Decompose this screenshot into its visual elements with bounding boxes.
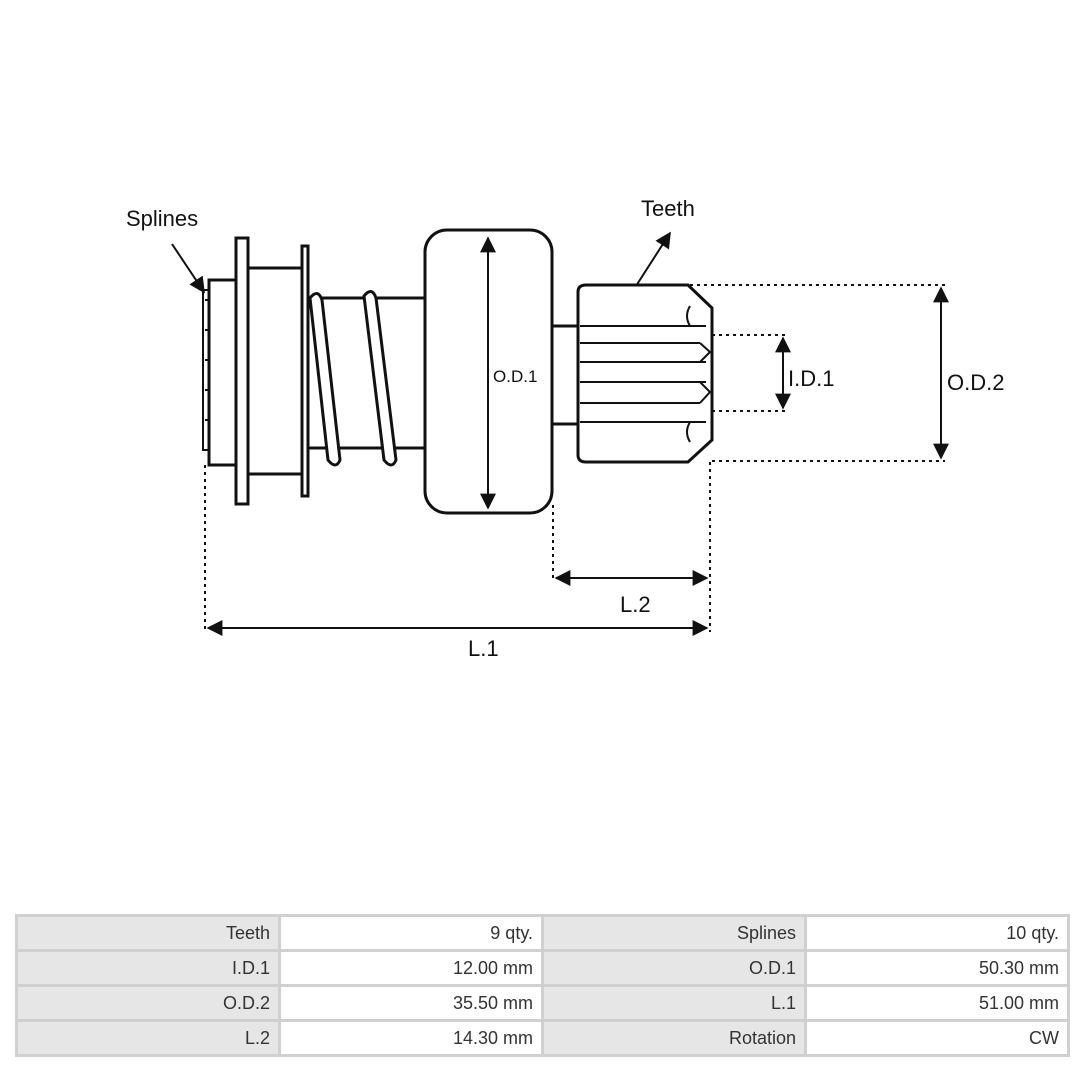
spec-value: 12.00 mm bbox=[278, 949, 544, 987]
table-row: Teeth 9 qty. Splines 10 qty. bbox=[15, 914, 1070, 952]
neck bbox=[550, 324, 580, 426]
splines-end bbox=[202, 278, 239, 467]
spec-value: 10 qty. bbox=[804, 914, 1070, 952]
od2-label: O.D.2 bbox=[947, 370, 1004, 395]
spec-value: 50.30 mm bbox=[804, 949, 1070, 987]
id1-label: I.D.1 bbox=[788, 366, 834, 391]
spec-value: 35.50 mm bbox=[278, 984, 544, 1022]
od1-label: O.D.1 bbox=[493, 367, 537, 386]
spec-key: O.D.1 bbox=[541, 949, 807, 987]
l2-label: L.2 bbox=[620, 592, 651, 617]
spec-key: I.D.1 bbox=[15, 949, 281, 987]
starter-drive-diagram: O.D.1 I.D.1 O.D.2 L.2 L.1 Splines Teeth bbox=[126, 196, 1004, 661]
pinion-gear bbox=[576, 283, 714, 464]
spec-key: Teeth bbox=[15, 914, 281, 952]
spec-value: 14.30 mm bbox=[278, 1019, 544, 1057]
spec-value: CW bbox=[804, 1019, 1070, 1057]
splines-label: Splines bbox=[126, 206, 198, 231]
splines-callout-arrow bbox=[171, 243, 205, 294]
table-row: L.2 14.30 mm Rotation CW bbox=[15, 1019, 1070, 1057]
table-row: I.D.1 12.00 mm O.D.1 50.30 mm bbox=[15, 949, 1070, 987]
spec-value: 51.00 mm bbox=[804, 984, 1070, 1022]
teeth-callout-arrow bbox=[635, 231, 671, 287]
specifications-table: Teeth 9 qty. Splines 10 qty. I.D.1 12.00… bbox=[15, 914, 1070, 1057]
spec-key: L.1 bbox=[541, 984, 807, 1022]
teeth-label: Teeth bbox=[641, 196, 695, 221]
table-row: O.D.2 35.50 mm L.1 51.00 mm bbox=[15, 984, 1070, 1022]
spec-key: O.D.2 bbox=[15, 984, 281, 1022]
spec-key: L.2 bbox=[15, 1019, 281, 1057]
spring-shaft bbox=[306, 290, 430, 467]
clutch-housing bbox=[234, 236, 310, 506]
spec-key: Splines bbox=[541, 914, 807, 952]
l1-label: L.1 bbox=[468, 636, 499, 661]
spec-key: Rotation bbox=[541, 1019, 807, 1057]
spec-value: 9 qty. bbox=[278, 914, 544, 952]
